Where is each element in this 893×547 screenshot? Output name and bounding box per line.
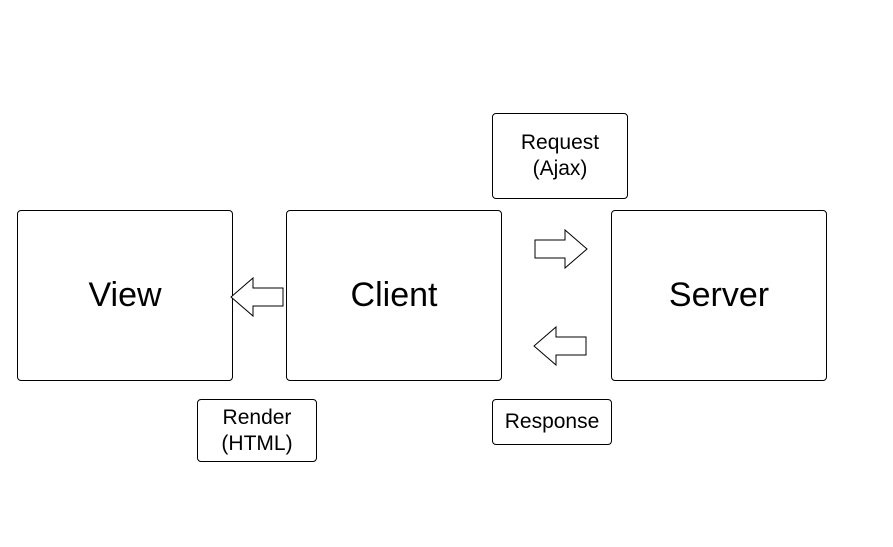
response-label-box: Response: [492, 399, 612, 445]
render-label-box: Render (HTML): [197, 399, 317, 462]
response-label: Response: [504, 410, 600, 433]
view-node-label: View: [88, 276, 162, 314]
server-node: Server: [611, 210, 827, 381]
render-label: Render (HTML): [221, 405, 293, 455]
server-node-label: Server: [668, 276, 770, 314]
response-arrow-left-icon: [533, 325, 587, 367]
render-arrow-left-icon: [230, 276, 284, 318]
request-arrow-right-icon: [534, 228, 588, 270]
request-label: Request (Ajax): [520, 131, 600, 180]
client-node: Client: [286, 210, 502, 381]
view-node: View: [17, 210, 233, 381]
client-node-label: Client: [350, 276, 438, 314]
request-label-box: Request (Ajax): [492, 113, 628, 199]
